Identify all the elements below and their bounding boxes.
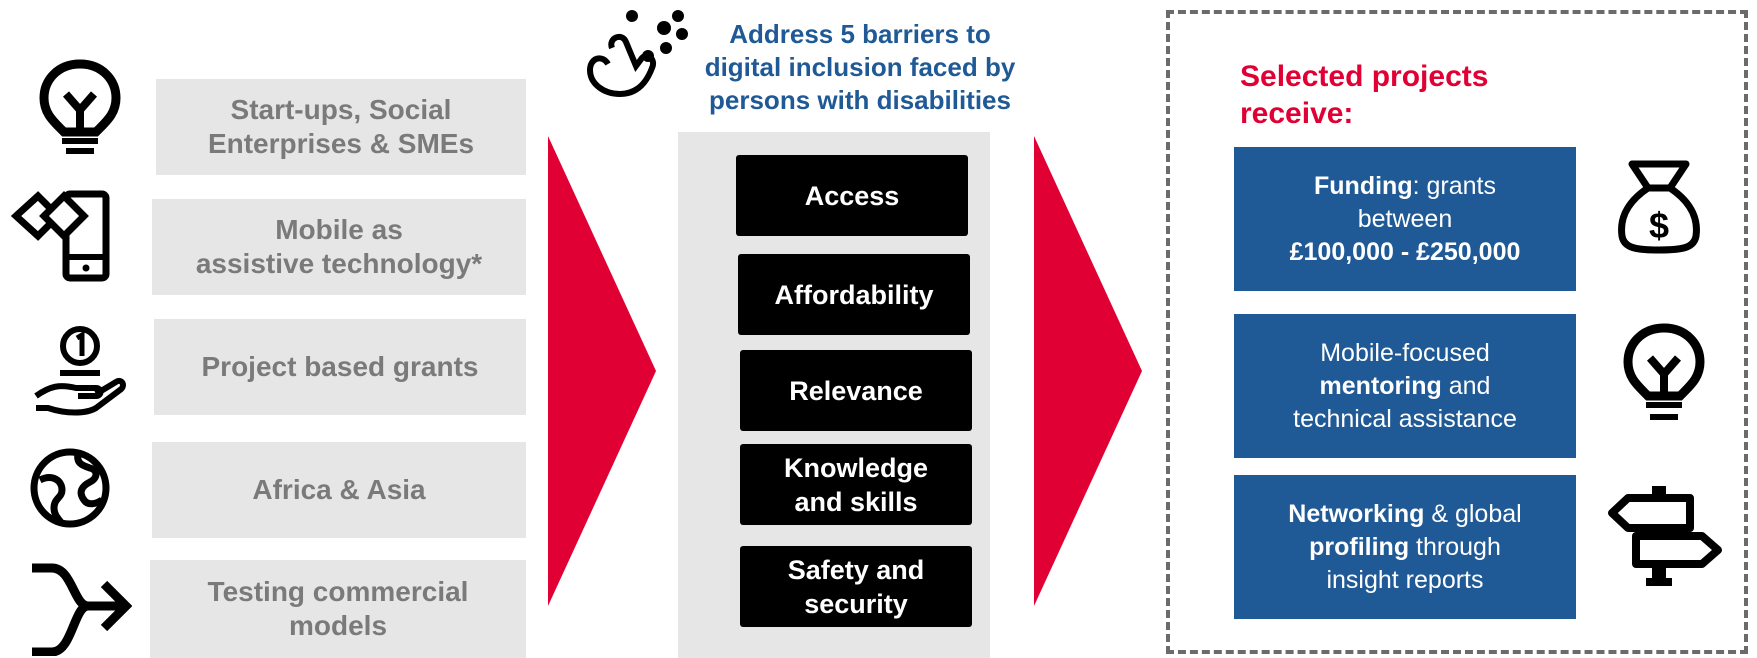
barrier-label: Knowledge (783, 452, 928, 483)
barrier-label: Relevance (789, 375, 923, 406)
benefit-text: technical assistance (1293, 404, 1517, 433)
barriers-title: Address 5 barriers to digital inclusion … (660, 18, 1060, 117)
benefit-text: : grants (1412, 171, 1496, 200)
barrier-access: Access (736, 155, 968, 236)
money-bag-icon: $ (1614, 156, 1704, 256)
benefit-text: between (1357, 204, 1453, 233)
merge-arrow-icon (28, 560, 132, 656)
left-item-line: Project based grants (201, 351, 479, 382)
barriers-title-line: persons with disabilities (709, 85, 1011, 115)
benefit-mentoring: Mobile-focused mentoring and technical a… (1234, 314, 1576, 458)
benefit-bold: Networking (1288, 499, 1425, 528)
selected-projects-title-line: Selected projects (1240, 60, 1489, 93)
benefit-networking: Networking & global profiling through in… (1234, 475, 1576, 619)
svg-text:$: $ (1649, 205, 1669, 246)
lightbulb-icon (1620, 322, 1708, 422)
left-item-line: Testing commercial (207, 576, 469, 607)
flow-arrow-2 (1034, 136, 1142, 606)
benefit-text: & global (1424, 499, 1522, 528)
barriers-title-line: Address 5 barriers to (729, 19, 991, 49)
benefit-bold: £100,000 - £250,000 (1289, 237, 1521, 266)
left-item-grants: Project based grants (154, 319, 526, 415)
barrier-label: Safety and (787, 554, 925, 585)
benefit-bold: mentoring (1319, 371, 1442, 400)
selected-projects-frame (1166, 10, 1748, 654)
barrier-label: Access (804, 180, 900, 211)
benefit-text: through (1409, 532, 1501, 561)
touch-gesture-icon (582, 8, 692, 98)
selected-projects-title-line: receive: (1240, 97, 1354, 130)
signpost-icon (1606, 484, 1726, 588)
barrier-label: and skills (794, 486, 918, 517)
benefit-bold: Funding (1314, 171, 1413, 200)
left-item-line: Mobile as (275, 214, 403, 245)
benefit-text: insight reports (1326, 565, 1484, 594)
barriers-title-line: digital inclusion faced by (704, 52, 1016, 82)
left-item-line: models (288, 610, 388, 641)
left-item-line: Africa & Asia (252, 474, 426, 505)
barrier-label: Affordability (774, 279, 934, 310)
benefit-text: and (1441, 371, 1491, 400)
selected-projects-title: Selected projects receive: (1240, 58, 1560, 132)
flow-arrow-1 (548, 136, 656, 606)
benefit-funding: Funding: grants between £100,000 - £250,… (1234, 147, 1576, 291)
globe-icon (28, 446, 112, 530)
barrier-affordability: Affordability (738, 254, 970, 335)
lightbulb-icon (36, 58, 124, 154)
barrier-label: security (804, 588, 908, 619)
left-item-region: Africa & Asia (152, 442, 526, 538)
left-item-line: Enterprises & SMEs (207, 128, 475, 159)
mobile-phone-icon (10, 188, 122, 284)
benefit-text: Mobile-focused (1320, 338, 1490, 367)
left-item-line: assistive technology* (195, 248, 483, 279)
hand-coin-icon (30, 322, 126, 418)
barrier-relevance: Relevance (740, 350, 972, 431)
benefit-bold: profiling (1309, 532, 1410, 561)
left-item-line: Start-ups, Social (230, 94, 452, 125)
